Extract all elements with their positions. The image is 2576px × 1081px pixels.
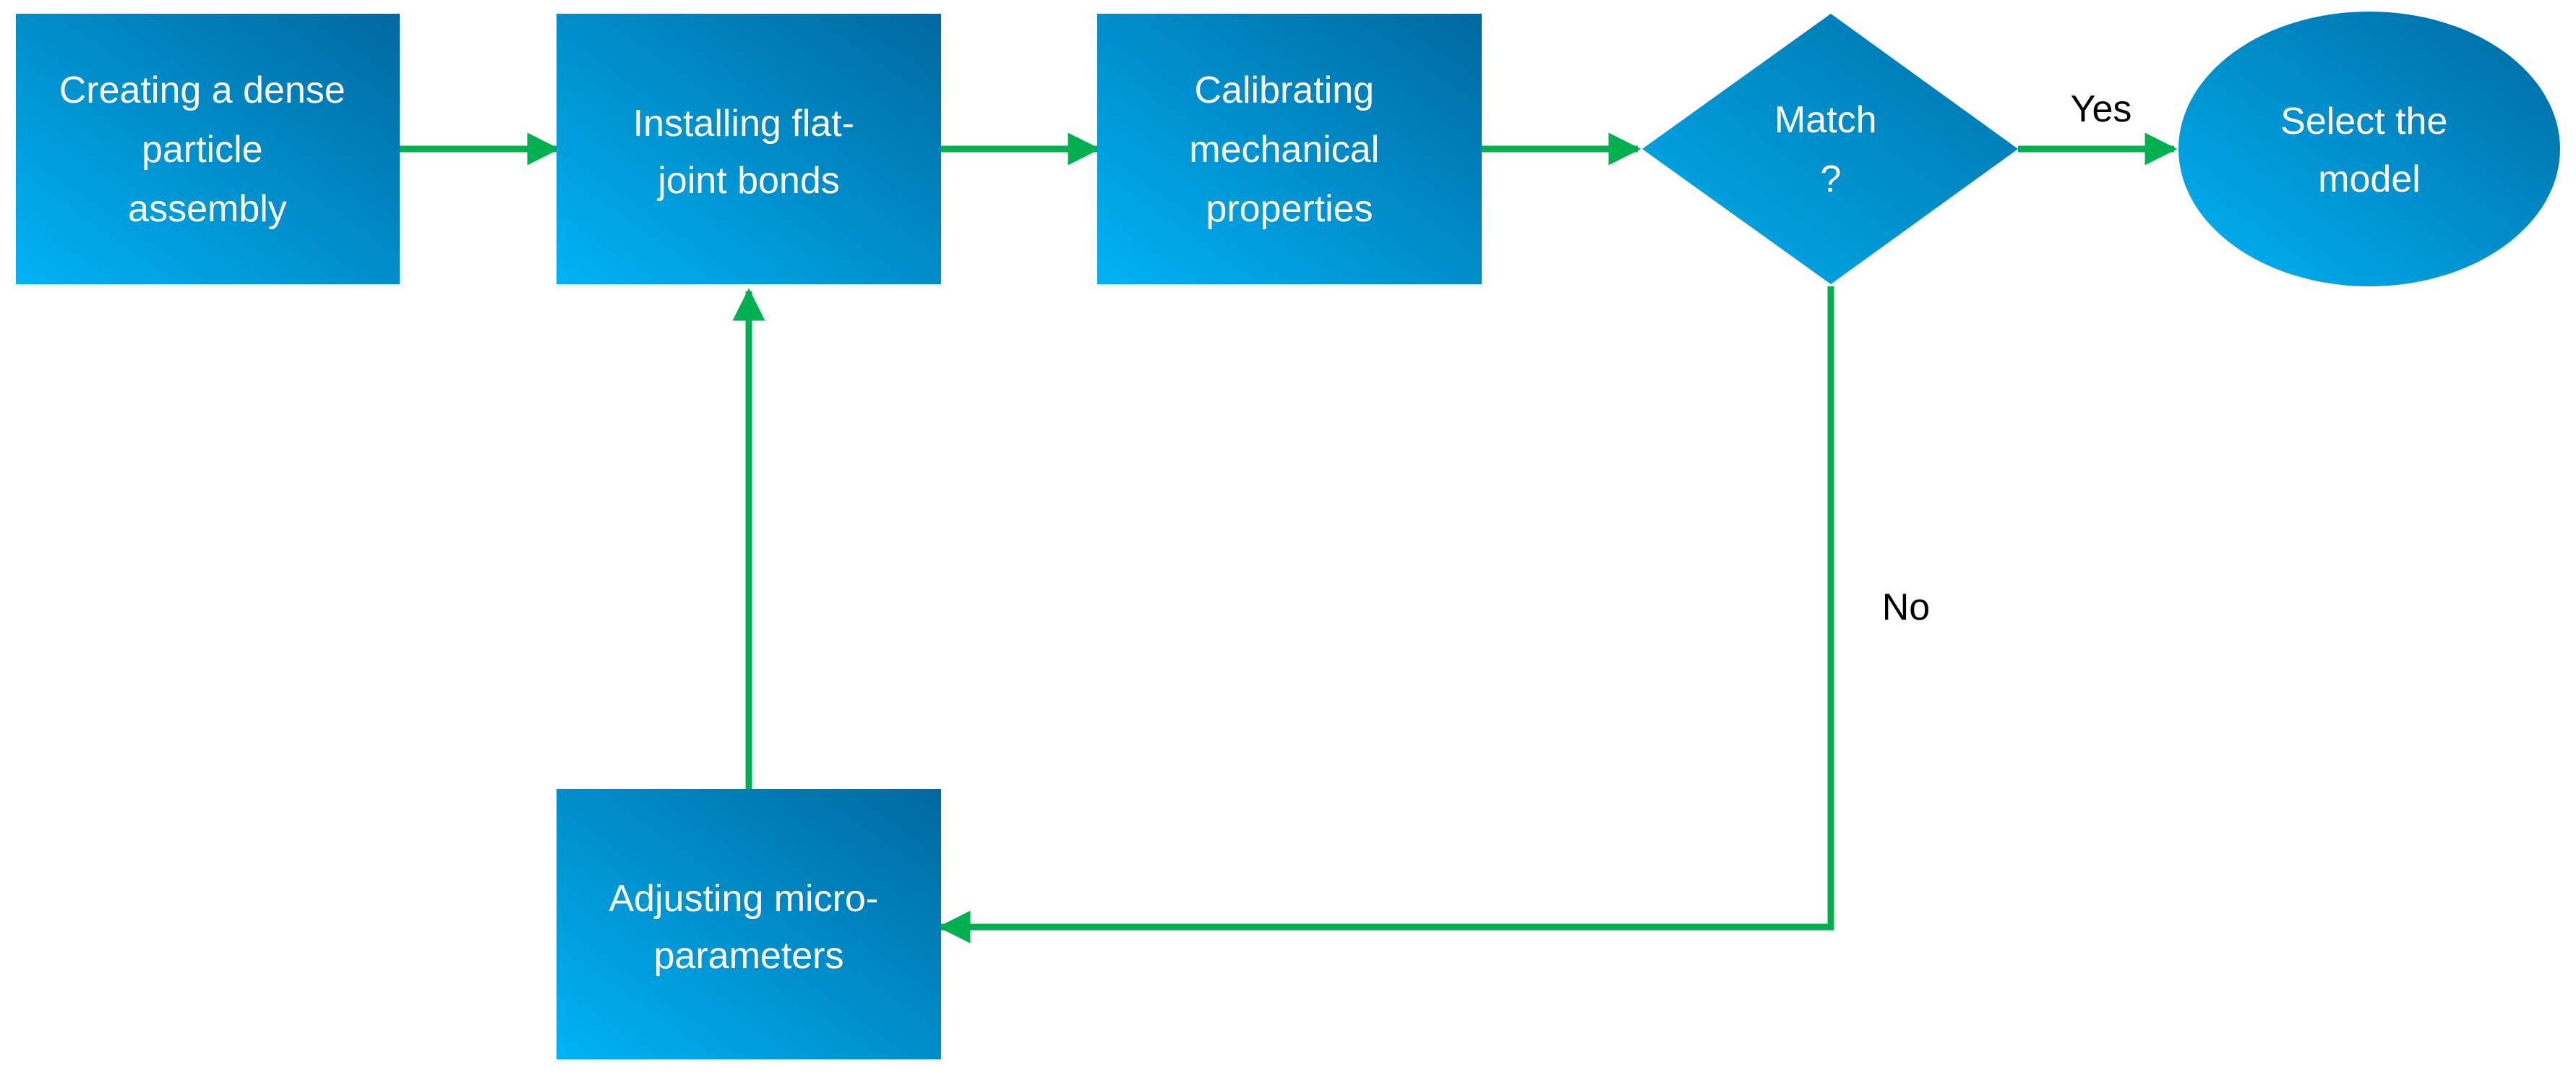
node-text-line: parameters: [654, 935, 844, 977]
node-text-line: Calibrating: [1194, 69, 1374, 111]
process-box: [16, 14, 400, 284]
decision-diamond: [1642, 14, 2018, 284]
node-text-line: Adjusting micro-: [609, 878, 878, 920]
node-select-model: Select the model: [2178, 12, 2560, 286]
no-label: No: [1882, 586, 1930, 628]
node-text-line: particle: [142, 129, 263, 171]
node-text-line: model: [2318, 158, 2421, 200]
node-adjusting-parameters: Adjusting micro- parameters: [557, 789, 941, 1059]
node-installing-bonds: Installing flat- joint bonds: [557, 14, 941, 284]
node-match-decision: Match ?: [1642, 14, 2018, 284]
node-text-line: Installing flat-: [633, 103, 854, 145]
node-text-line: assembly: [128, 188, 287, 230]
node-text-line: joint bonds: [656, 160, 840, 202]
node-text-line: Creating a dense: [59, 69, 345, 111]
node-calibrating-properties: Calibrating mechanical properties: [1097, 14, 1482, 284]
svg-text:Calibrating mechanical: Calibrating mechanical properties: [1189, 69, 1389, 230]
terminal-ellipse: [2178, 12, 2560, 286]
svg-text:Adjusting micro- paramet: Adjusting micro- parameters: [609, 878, 888, 977]
node-text-line: ?: [1821, 158, 1842, 200]
svg-text:Match ?: Match ?: [1774, 99, 1887, 200]
yes-label: Yes: [2071, 88, 2132, 130]
svg-text:Creating a dense particl: Creating a dense particle assembly: [59, 69, 356, 230]
connectors: [400, 132, 2178, 944]
process-box: [557, 14, 941, 284]
node-text-line: mechanical: [1189, 129, 1379, 171]
node-text-line: properties: [1206, 188, 1373, 230]
process-box: [1097, 14, 1482, 284]
process-box: [557, 789, 941, 1059]
arrow-match-to-adjust: [937, 286, 1834, 944]
node-text-line: Select the: [2280, 101, 2447, 142]
node-text-line: Match: [1774, 99, 1877, 141]
svg-text:Installing flat- joint b: Installing flat- joint bonds: [633, 103, 865, 202]
svg-text:Select the model: Select the model: [2280, 101, 2458, 200]
node-creating-dense-assembly: Creating a dense particle assembly: [16, 14, 400, 284]
